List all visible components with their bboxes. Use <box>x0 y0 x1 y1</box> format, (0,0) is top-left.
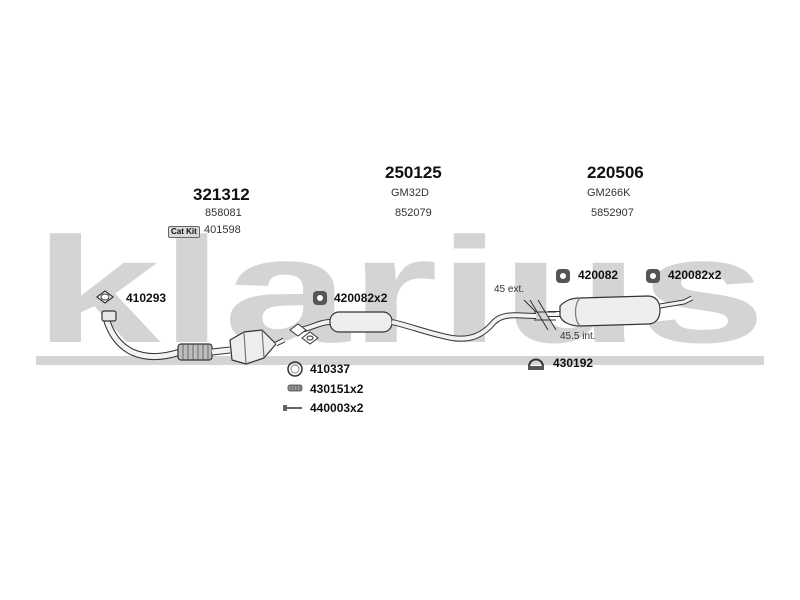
part-label-hanger-rear-1[interactable]: 420082 <box>578 268 619 282</box>
clamp-rear-icon[interactable] <box>526 353 546 371</box>
catalytic-converter[interactable] <box>229 329 286 365</box>
middle-section[interactable] <box>299 311 537 342</box>
middle-group-code: 852079 <box>395 207 432 219</box>
part-label-bolt[interactable]: 440003x2 <box>310 401 364 415</box>
rear-section[interactable] <box>548 295 694 327</box>
watermark-text: klarius <box>34 206 766 374</box>
rear-group-model: GM266K <box>587 187 631 199</box>
front-group-number[interactable]: 321312 <box>193 185 250 204</box>
note-ext: 45 ext. <box>494 284 525 295</box>
middle-group-model: GM32D <box>391 187 429 199</box>
front-group-code: 858081 <box>205 207 242 219</box>
hanger-middle-icon[interactable] <box>311 289 329 307</box>
middle-silencer <box>329 311 393 333</box>
gasket-middle-icon[interactable] <box>288 320 328 346</box>
joint-dimension-marks <box>523 299 557 331</box>
spring-icon[interactable] <box>287 383 303 393</box>
watermark-underline <box>36 356 764 365</box>
part-label-spring[interactable]: 430151x2 <box>310 382 364 396</box>
cat-kit-part[interactable]: 401598 <box>204 224 241 236</box>
downpipe-flange <box>101 310 117 322</box>
part-label-ring-gasket[interactable]: 410337 <box>310 362 351 376</box>
part-label-clamp-rear[interactable]: 430192 <box>553 356 594 370</box>
middle-group-number[interactable]: 250125 <box>385 163 442 182</box>
rear-group-code: 5852907 <box>591 207 634 219</box>
rear-group-number[interactable]: 220506 <box>587 163 644 182</box>
part-label-hanger-middle[interactable]: 420082x2 <box>334 291 388 305</box>
hanger-rear-2-icon[interactable] <box>644 267 662 285</box>
ring-gasket-icon[interactable] <box>286 360 304 378</box>
note-int: 45.5 int. <box>560 331 596 342</box>
bolt-icon[interactable] <box>282 404 304 412</box>
part-label-gasket-front[interactable]: 410293 <box>126 291 167 305</box>
front-downpipe[interactable] <box>101 310 231 361</box>
hanger-rear-1-icon[interactable] <box>554 267 572 285</box>
part-label-hanger-rear-2[interactable]: 420082x2 <box>668 268 722 282</box>
cat-kit-badge: Cat Kit <box>168 226 200 238</box>
gasket-front-icon[interactable] <box>94 289 116 305</box>
